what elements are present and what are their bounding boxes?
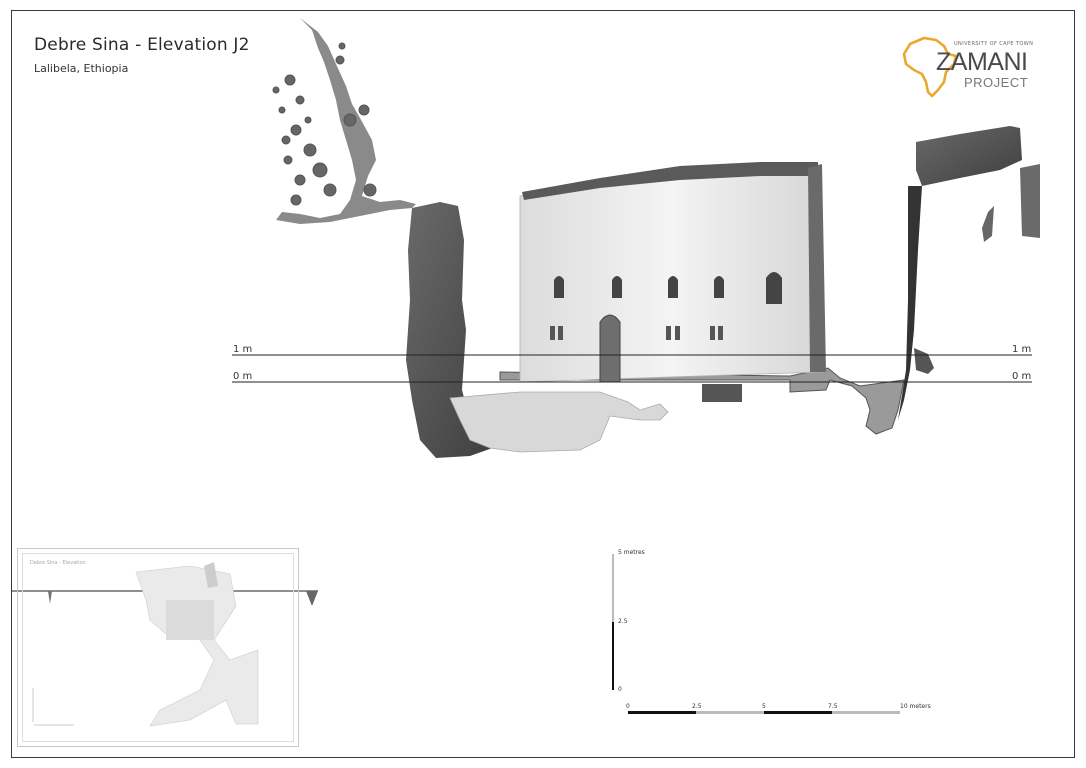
tree-silhouette <box>272 18 416 224</box>
sheet-frame <box>11 10 1075 758</box>
church-wall-right-shadow <box>808 164 826 372</box>
vertical-scale-bar <box>612 554 614 690</box>
inset-thumbnail-drawing <box>12 562 318 727</box>
zamani-logo: UNIVERSITY OF CAPE TOWN ZAMANI PROJECT <box>896 32 1036 102</box>
foundation-trench <box>449 391 669 453</box>
level-label-0m-left: 0 m <box>233 371 253 382</box>
sheet-title: Debre Sina - Elevation J2 <box>34 35 250 55</box>
vertical-scale-bottom-label: 0 <box>618 686 622 693</box>
small-rock-fragment <box>982 206 994 242</box>
right-rock-fragment <box>1020 164 1040 238</box>
church-roof <box>522 162 818 200</box>
africa-outline-icon <box>902 36 958 98</box>
right-rock-wall <box>898 186 922 420</box>
horizontal-scale-label: 10 meters <box>900 703 931 710</box>
level-label-1m-right: 1 m <box>1012 344 1032 355</box>
right-rock-column <box>916 126 1022 186</box>
plinth-opening <box>702 384 742 402</box>
university-label: UNIVERSITY OF CAPE TOWN <box>954 41 1034 47</box>
horizontal-scale-label: 5 <box>762 703 766 710</box>
zamani-wordmark: ZAMANI <box>936 48 1028 76</box>
level-label-0m-right: 0 m <box>1012 371 1032 382</box>
vertical-scale-mid-label: 2.5 <box>618 618 628 625</box>
inset-title: Debre Sina - Elevation <box>30 560 86 566</box>
level-label-1m-left: 1 m <box>233 344 253 355</box>
sheet-subtitle: Lalibela, Ethiopia <box>34 62 129 75</box>
inset-key-plan <box>17 548 299 747</box>
horizontal-scale-label: 7.5 <box>828 703 838 710</box>
plinth <box>499 367 905 435</box>
horizontal-scale-bar <box>628 711 900 714</box>
project-wordmark: PROJECT <box>964 75 1029 90</box>
lower-windows <box>550 326 723 340</box>
vertical-scale-top-label: 5 metres <box>618 549 645 556</box>
horizontal-scale-label: 0 <box>626 703 630 710</box>
upper-windows <box>554 272 782 304</box>
right-ledge <box>914 348 934 374</box>
church-door <box>599 314 621 383</box>
horizontal-scale-label: 2.5 <box>692 703 702 710</box>
inset-inner-frame <box>22 553 294 742</box>
left-rock-column <box>406 202 498 458</box>
